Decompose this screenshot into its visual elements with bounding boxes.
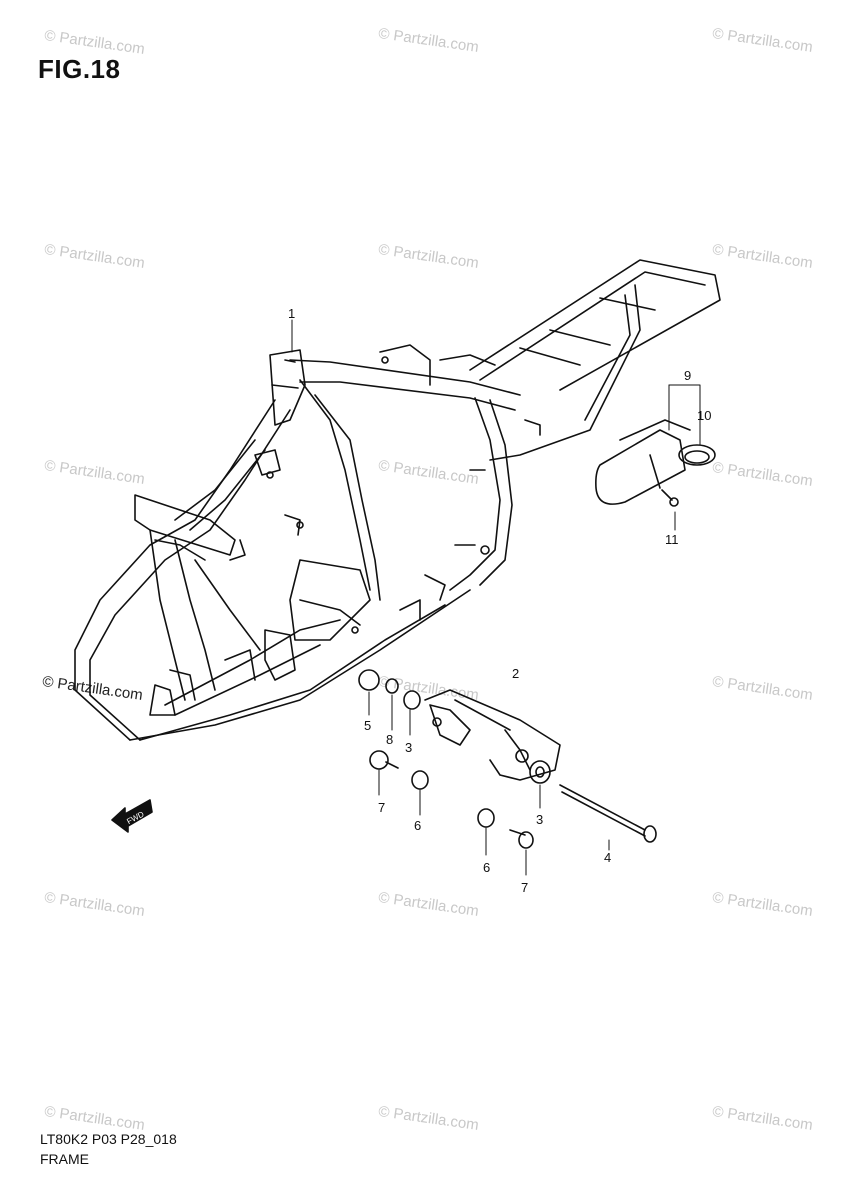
callout-2: 2: [512, 666, 519, 681]
figure-title: FIG.18: [38, 54, 121, 84]
leader-lines: [291, 319, 701, 876]
callout-3: 3: [405, 740, 412, 755]
callout-3: 3: [536, 812, 543, 827]
callout-4: 4: [604, 850, 611, 865]
callout-5: 5: [364, 718, 371, 733]
callout-11: 11: [665, 532, 679, 547]
callout-6: 6: [414, 818, 421, 833]
nut-drawing: [411, 770, 495, 828]
callout-8: 8: [386, 732, 393, 747]
figure-code: LT80K2 P03 P28_018: [40, 1131, 177, 1147]
callout-7: 7: [378, 800, 385, 815]
callout-7: 7: [521, 880, 528, 895]
figure-name: FRAME: [40, 1151, 89, 1167]
frame-drawing: [74, 259, 721, 741]
bushing-drawing: [403, 690, 551, 784]
callout-6: 6: [483, 860, 490, 875]
bracket-drawing: [424, 689, 561, 781]
cover-drawing: [595, 419, 716, 507]
short-bolt-drawing: [369, 750, 534, 849]
callout-9: 9: [684, 368, 691, 383]
forward-arrow: [111, 799, 153, 833]
callout-1: 1: [288, 306, 295, 321]
mount-cushion-drawing: [358, 669, 399, 694]
callout-10: 10: [697, 408, 711, 423]
long-bolt-drawing: [559, 784, 657, 843]
